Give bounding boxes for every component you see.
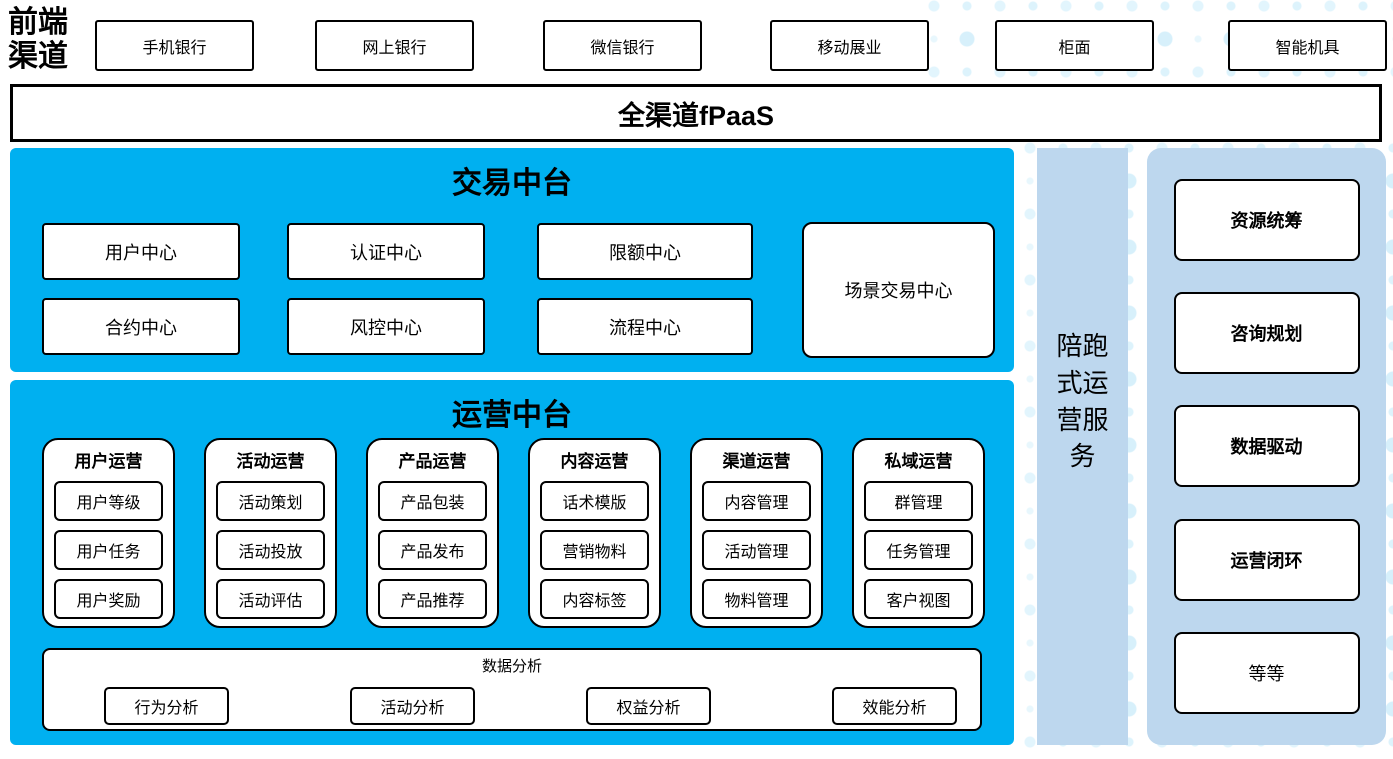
group-channel-operations: 渠道运营 内容管理 活动管理 物料管理	[690, 438, 823, 628]
group-item: 产品推荐	[378, 579, 487, 619]
auth-center-box: 认证中心	[287, 223, 485, 280]
etcetera-box: 等等	[1173, 631, 1360, 714]
data-analysis-bar: 数据分析 行为分析 活动分析 权益分析 效能分析	[42, 648, 982, 731]
group-item: 话术模版	[540, 481, 649, 521]
group-title: 产品运营	[398, 452, 467, 471]
accompany-operation-service-bar: 陪跑式运营服务	[1037, 148, 1128, 745]
data-analysis-title: 数据分析	[481, 658, 542, 675]
channel-box-mobile-banking: 手机银行	[95, 20, 254, 71]
trade-platform-title: 交易中台	[452, 167, 572, 200]
group-content-operations: 内容运营 话术模版 营销物料 内容标签	[528, 438, 661, 628]
group-title: 内容运营	[560, 452, 629, 471]
activity-analysis-box: 活动分析	[350, 687, 475, 725]
group-title: 活动运营	[236, 452, 305, 471]
group-item: 群管理	[864, 481, 973, 521]
limit-center-box: 限额中心	[537, 223, 753, 280]
behavior-analysis-box: 行为分析	[104, 687, 229, 725]
group-item: 活动策划	[216, 481, 325, 521]
data-driven-box: 数据驱动	[1173, 405, 1360, 488]
channel-box-counter: 柜面	[995, 20, 1154, 71]
group-item: 内容标签	[540, 579, 649, 619]
group-title: 私域运营	[884, 452, 953, 471]
group-activity-operations: 活动运营 活动策划 活动投放 活动评估	[204, 438, 337, 628]
omni-channel-fpaas-bar: 全渠道fPaaS	[10, 84, 1382, 142]
front-channels-label: 前端渠道	[8, 6, 68, 73]
group-private-domain-operations: 私域运营 群管理 任务管理 客户视图	[852, 438, 985, 628]
contract-center-box: 合约中心	[42, 298, 240, 355]
group-item: 活动评估	[216, 579, 325, 619]
accompany-operation-service-label: 陪跑式运营服务	[1056, 330, 1109, 472]
group-item: 用户等级	[54, 481, 163, 521]
service-items-panel: 资源统筹 咨询规划 数据驱动 运营闭环 等等	[1147, 148, 1386, 745]
user-center-box: 用户中心	[42, 223, 240, 280]
group-item: 物料管理	[702, 579, 811, 619]
group-item: 客户视图	[864, 579, 973, 619]
risk-center-box: 风控中心	[287, 298, 485, 355]
channel-box-smart-machines: 智能机具	[1228, 20, 1387, 71]
group-item: 用户奖励	[54, 579, 163, 619]
group-title: 用户运营	[74, 452, 143, 471]
channel-box-online-banking: 网上银行	[315, 20, 474, 71]
group-item: 产品包装	[378, 481, 487, 521]
channel-box-mobile-marketing: 移动展业	[770, 20, 929, 71]
group-item: 产品发布	[378, 530, 487, 570]
consulting-planning-box: 咨询规划	[1173, 292, 1360, 375]
operation-loop-box: 运营闭环	[1173, 518, 1360, 601]
trade-platform-panel: 交易中台 用户中心 认证中心 限额中心 合约中心 风控中心 流程中心 场景交易中…	[10, 148, 1014, 372]
group-item: 活动投放	[216, 530, 325, 570]
resource-coordination-box: 资源统筹	[1173, 179, 1360, 262]
group-item: 内容管理	[702, 481, 811, 521]
scene-trade-center-box: 场景交易中心	[802, 222, 995, 358]
group-title: 渠道运营	[722, 452, 791, 471]
group-item: 任务管理	[864, 530, 973, 570]
operations-platform-title: 运营中台	[452, 399, 572, 432]
operations-platform-panel: 运营中台 用户运营 用户等级 用户任务 用户奖励 活动运营 活动策划 活动投放 …	[10, 380, 1014, 745]
group-item: 活动管理	[702, 530, 811, 570]
group-item: 用户任务	[54, 530, 163, 570]
channel-box-wechat-banking: 微信银行	[543, 20, 702, 71]
group-product-operations: 产品运营 产品包装 产品发布 产品推荐	[366, 438, 499, 628]
group-item: 营销物料	[540, 530, 649, 570]
process-center-box: 流程中心	[537, 298, 753, 355]
efficiency-analysis-box: 效能分析	[832, 687, 957, 725]
group-user-operations: 用户运营 用户等级 用户任务 用户奖励	[42, 438, 175, 628]
rights-analysis-box: 权益分析	[586, 687, 711, 725]
